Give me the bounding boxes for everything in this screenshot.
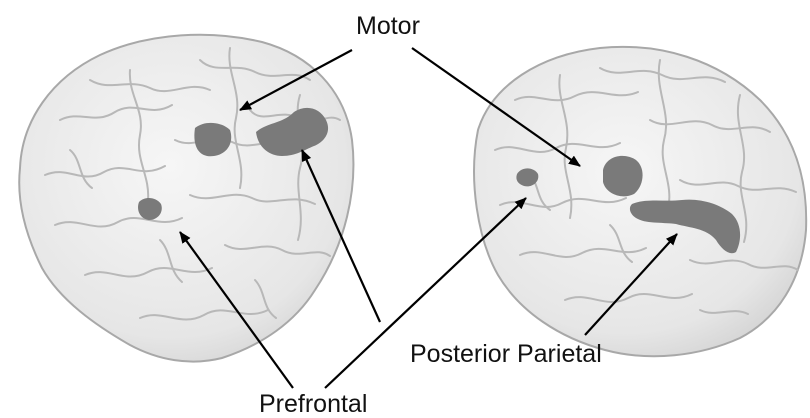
motor-label: Motor [356,14,420,39]
left-brain-silhouette [19,35,353,362]
right-brain [474,47,806,356]
posterior-parietal-label: Posterior Parietal [410,342,602,367]
left-brain [19,35,353,362]
right-motor-region [603,156,643,196]
right-brain-silhouette [474,47,806,356]
prefrontal-label: Prefrontal [259,392,367,417]
